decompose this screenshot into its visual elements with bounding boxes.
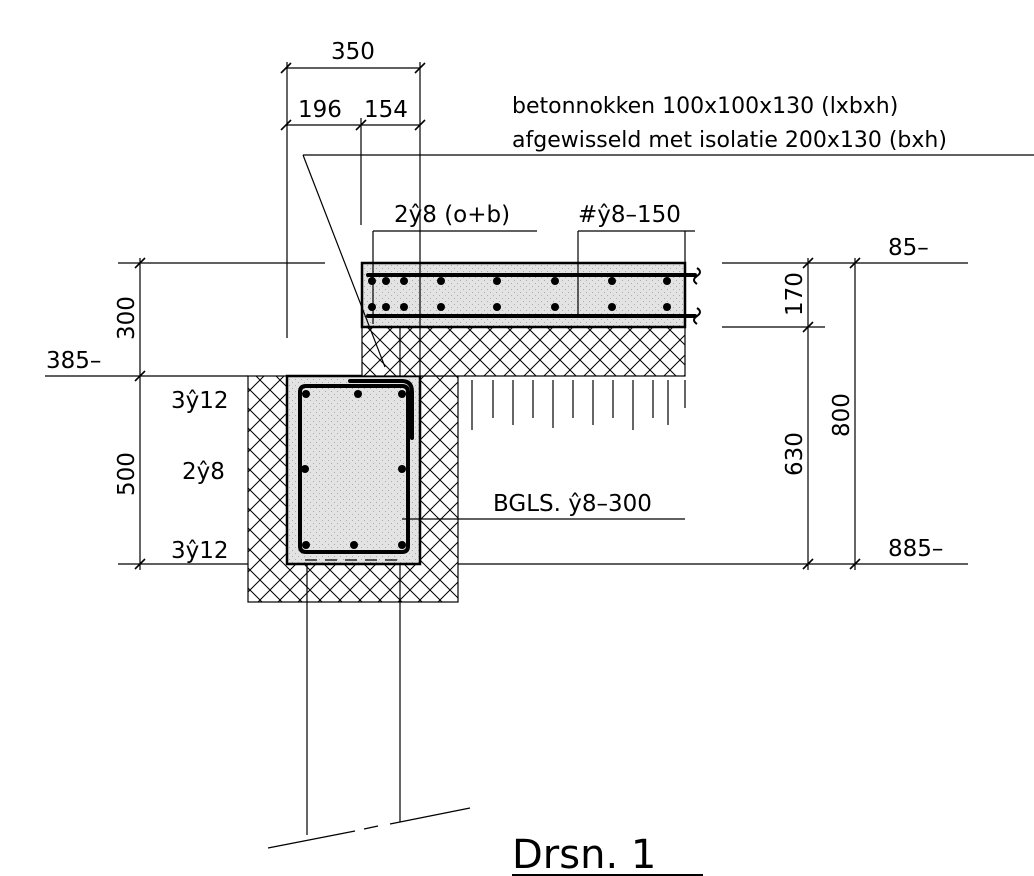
dim-300: 300 (114, 296, 140, 340)
note-line-1: betonnokken 100x100x130 (lxbxh) (512, 94, 898, 119)
left-dimensions (45, 257, 325, 570)
right-dimensions (458, 257, 968, 570)
dim-630: 630 (782, 432, 808, 476)
slab-insulation (361, 326, 686, 377)
dim-800: 800 (829, 393, 855, 437)
level-85: 85– (888, 235, 929, 261)
rebar-leaders (372, 230, 695, 520)
dim-500: 500 (114, 452, 140, 496)
level-885: 885– (888, 536, 943, 562)
note-line-2: afgewisseld met isolatie 200x130 (bxh) (512, 128, 947, 153)
label-beam-bottom: 3ŷ12 (171, 538, 229, 564)
dim-350: 350 (331, 39, 375, 65)
dim-154: 154 (364, 97, 408, 123)
note-leader (302, 154, 1034, 368)
label-stirrups: BGLS. ŷ8–300 (493, 491, 652, 517)
label-beam-side: 2ŷ8 (182, 459, 225, 485)
pile (267, 559, 471, 849)
label-slab-mesh: #ŷ8–150 (578, 202, 681, 228)
label-beam-top: 3ŷ12 (171, 388, 229, 414)
slab-reinforcement (366, 267, 701, 325)
top-dimensions (280, 62, 426, 376)
soil-hatch (471, 380, 686, 430)
beam-reinforcement (298, 379, 414, 554)
concrete-beam (285, 374, 422, 566)
label-slab-bars: 2ŷ8 (o+b) (394, 202, 510, 228)
drawing-title: Drsn. 1 (512, 832, 656, 876)
dim-170: 170 (782, 272, 808, 316)
dim-196: 196 (298, 97, 342, 123)
level-385: 385– (46, 348, 101, 374)
